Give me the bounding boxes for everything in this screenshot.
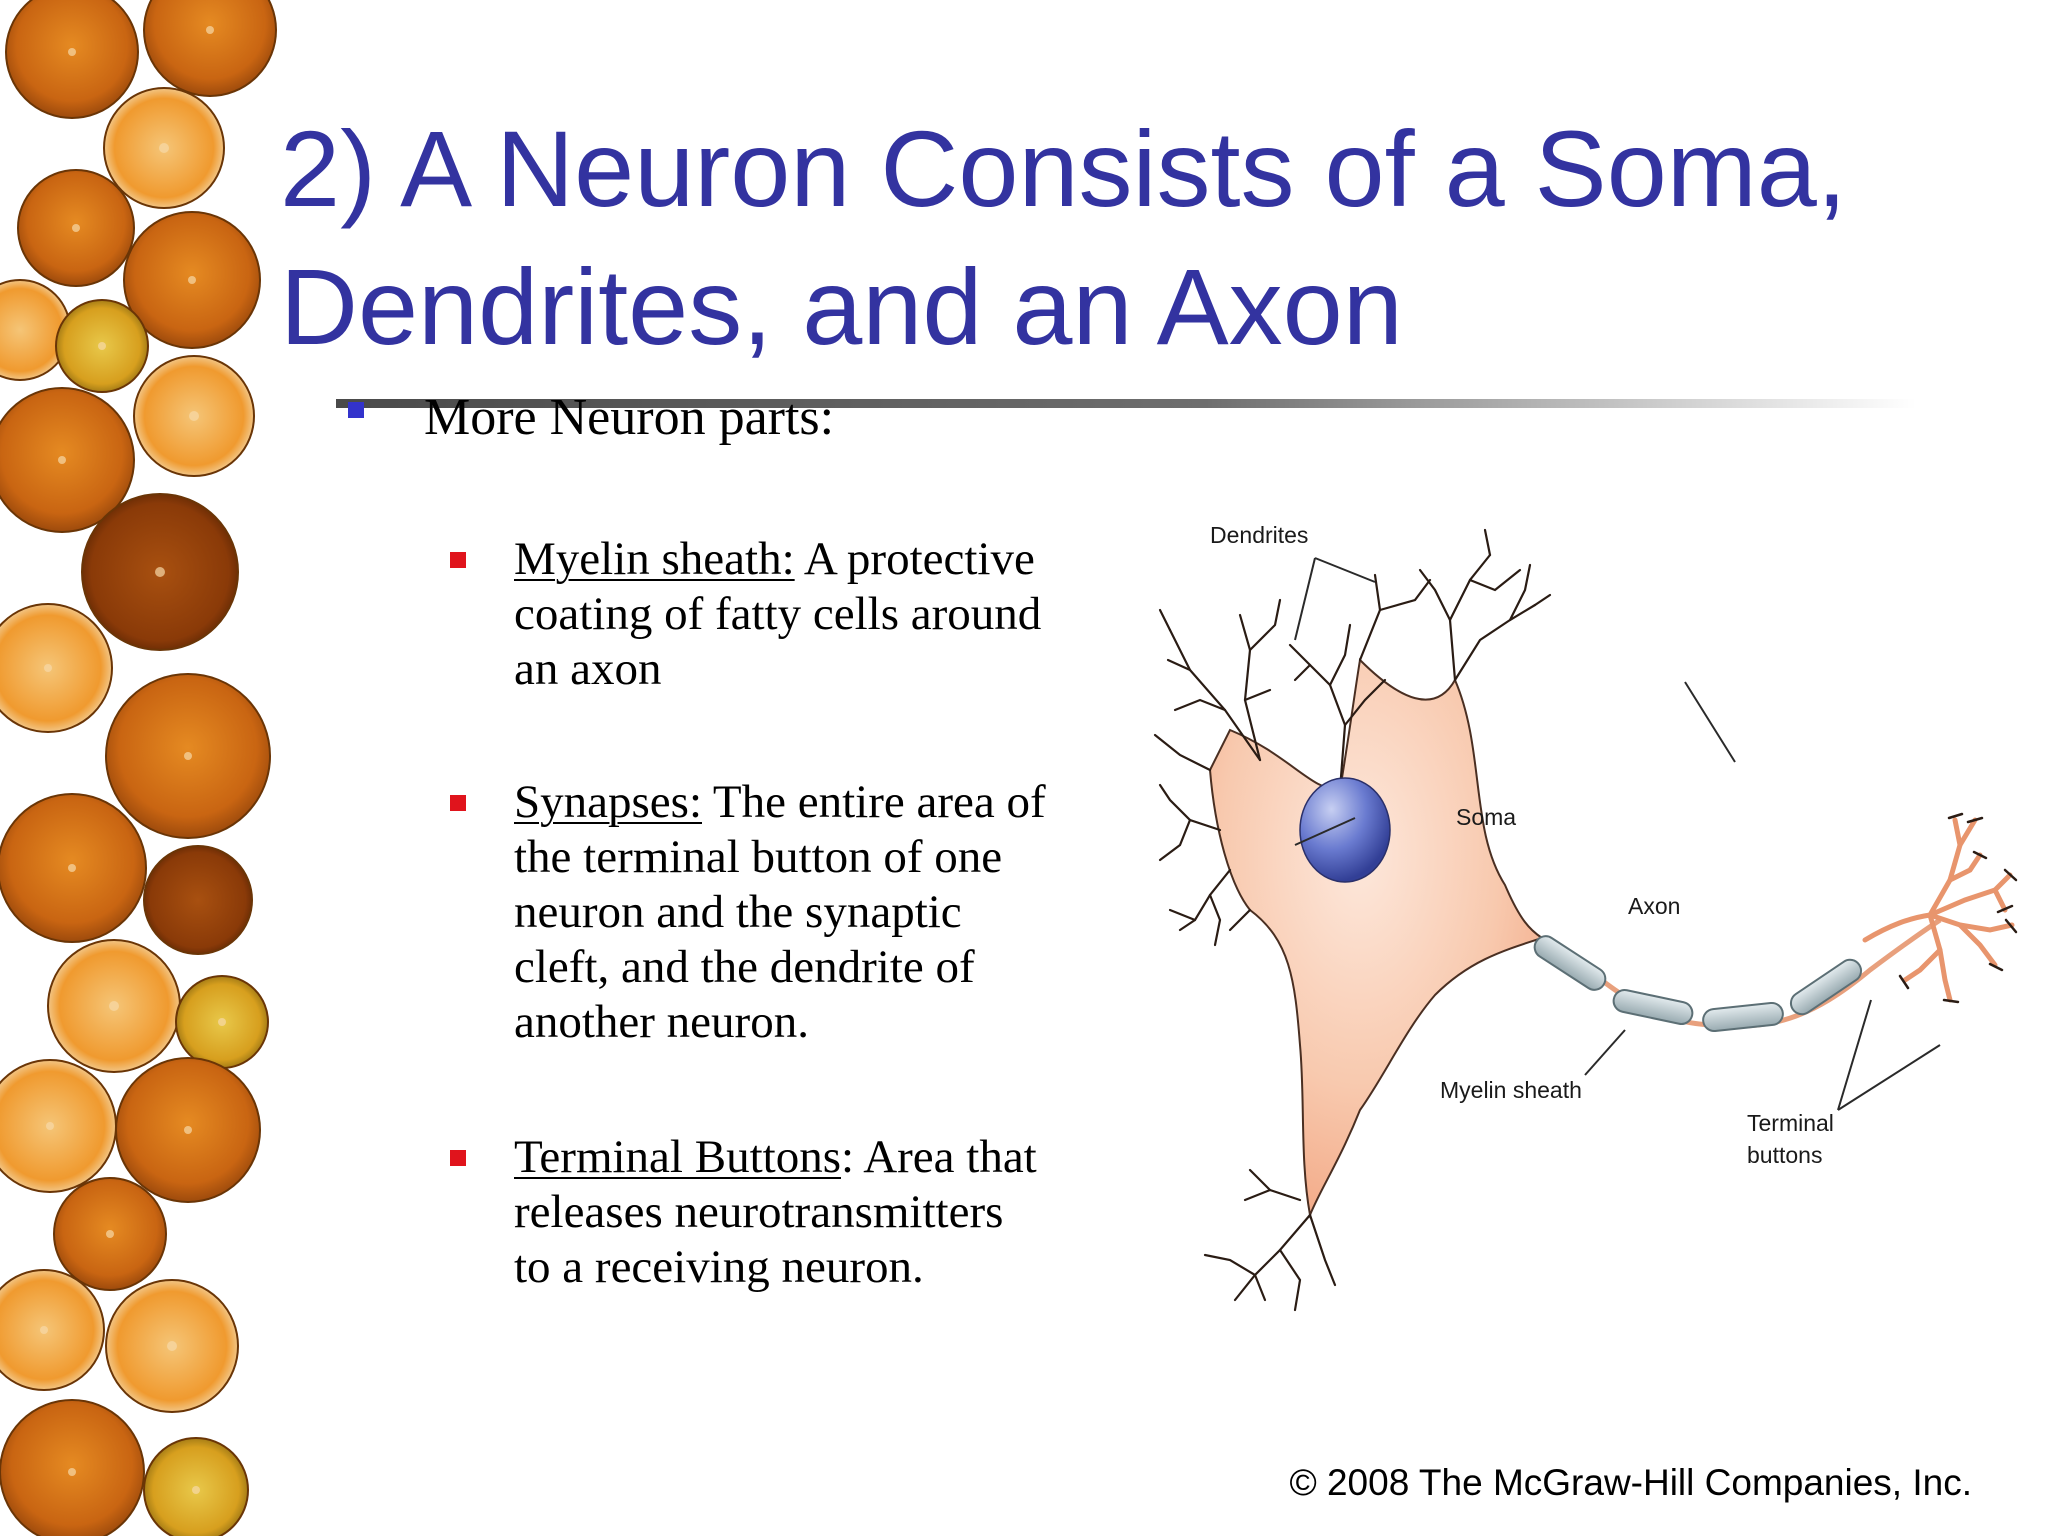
definition-line: The entire area of: [702, 776, 1046, 828]
slide-title: 2) A Neuron Consists of a Soma, Dendrite…: [280, 100, 2010, 376]
definition-line: cleft, and the dendrite of: [514, 941, 975, 993]
square-bullet-icon: [450, 795, 466, 811]
square-bullet-icon: [450, 1150, 466, 1166]
slide-title-line-2: Dendrites, and an Axon: [280, 246, 1403, 367]
label-dendrites: Dendrites: [1210, 522, 1308, 548]
title-divider: [336, 399, 1916, 408]
orange-slice-icon: [143, 845, 253, 955]
orange-slice-icon: [0, 603, 113, 733]
term-terminal-buttons: Terminal Buttons: [514, 1131, 841, 1183]
copyright-notice: © 2008 The McGraw-Hill Companies, Inc.: [1289, 1462, 1972, 1503]
label-buttons: buttons: [1747, 1142, 1822, 1168]
definition-line: the terminal button of one: [514, 831, 1003, 883]
label-axon: Axon: [1628, 893, 1680, 919]
definition-line: releases neurotransmitters: [514, 1186, 1004, 1238]
label-soma: Soma: [1456, 804, 1516, 830]
orange-slice-icon: [0, 387, 135, 533]
definition-line: neuron and the synaptic: [514, 886, 962, 938]
definition-line: A protective: [794, 533, 1035, 585]
orange-slice-icon: [0, 1269, 105, 1391]
nucleus: [1299, 777, 1391, 883]
label-terminal: Terminal: [1747, 1110, 1834, 1136]
citrus-slices-decoration: [0, 0, 277, 1536]
definition-line: another neuron.: [514, 996, 809, 1048]
term-synapses: Synapses:: [514, 776, 702, 828]
square-bullet-icon: [348, 402, 364, 418]
slide-title-line-1: 2) A Neuron Consists of a Soma,: [280, 108, 1847, 229]
orange-slice-icon: [143, 0, 277, 97]
terminal-button-tips: [1898, 812, 2018, 1004]
intro-text: More Neuron parts:: [424, 389, 835, 446]
myelin-sheath-segments: [1533, 935, 1863, 1033]
list-item-terminal-buttons: Terminal Buttons: Area that releases neu…: [450, 1130, 1100, 1295]
definition-line: coating of fatty cells around: [514, 588, 1042, 640]
label-myelin-sheath: Myelin sheath: [1440, 1077, 1582, 1103]
soma-body: [1208, 657, 1545, 1219]
list-item-synapses: Synapses: The entire area of the termina…: [450, 775, 1100, 1050]
terminal-branches: [1862, 817, 2015, 1003]
dendrite-branches: [1153, 528, 1552, 1312]
definition-line: : Area that: [840, 1131, 1037, 1183]
orange-slice-icon: [5, 0, 139, 119]
square-bullet-icon: [450, 552, 466, 568]
label-leader-lines: [1294, 557, 1941, 1111]
list-item-myelin-sheath: Myelin sheath: A protective coating of f…: [450, 532, 1100, 697]
neuron-diagram: Dendrites Soma Axon Myelin sheath Termin…: [1153, 522, 2018, 1312]
term-myelin-sheath: Myelin sheath:: [514, 533, 795, 585]
definition-line: to a receiving neuron.: [514, 1241, 924, 1293]
definition-line: an axon: [514, 643, 662, 695]
orange-slice-icon: [0, 1059, 117, 1193]
